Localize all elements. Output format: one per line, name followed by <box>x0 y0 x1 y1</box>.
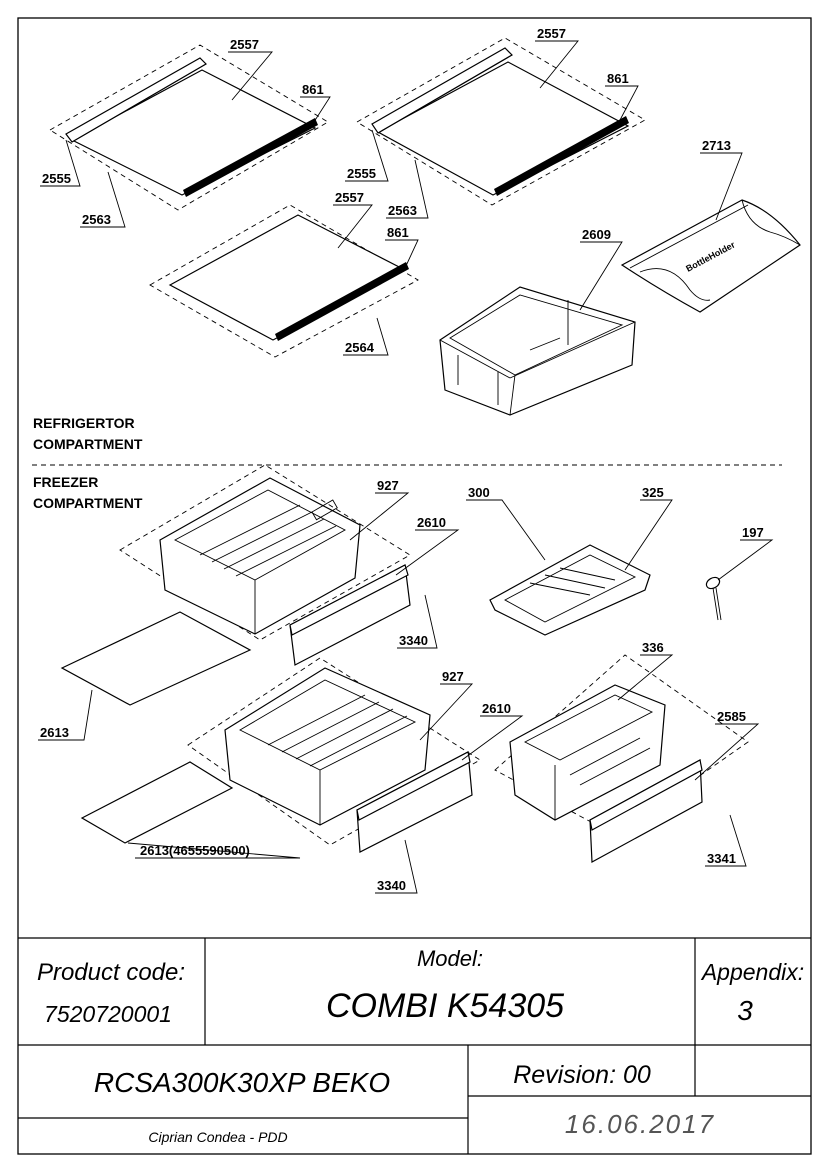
label-927-a: 927 <box>377 478 399 493</box>
product-code-label: Product code: <box>37 959 185 986</box>
label-2613-a: 2613 <box>40 725 69 740</box>
drawer-front-upper <box>289 564 411 666</box>
glass-shelf-top-left <box>49 44 329 211</box>
label-2613-b: 2613(4655590500) <box>140 843 250 858</box>
label-3340-a: 3340 <box>399 633 428 648</box>
crisper-drawer <box>439 286 636 416</box>
label-927-b: 927 <box>442 669 464 684</box>
label-3340-b: 3340 <box>377 878 406 893</box>
label-2585: 2585 <box>717 709 746 724</box>
glass-plate-lower <box>80 761 234 844</box>
model-label: Model: <box>417 946 483 971</box>
drawer-front-small <box>589 759 703 863</box>
glass-shelf-top-right <box>356 37 646 206</box>
label-861-b: 861 <box>607 71 629 86</box>
label-2563-a: 2563 <box>82 212 111 227</box>
section-fridge-line2: COMPARTMENT <box>33 436 143 452</box>
label-300: 300 <box>468 485 490 500</box>
drawer-front-lower <box>356 751 473 853</box>
label-197: 197 <box>742 525 764 540</box>
freezer-drawer-small <box>494 654 749 836</box>
label-336: 336 <box>642 640 664 655</box>
appendix-value: 3 <box>737 995 753 1026</box>
title-block: Product code: 7520720001 Model: COMBI K5… <box>18 937 811 1154</box>
label-2555-a: 2555 <box>42 171 71 186</box>
label-2713: 2713 <box>702 138 731 153</box>
section-freezer-line2: COMPARTMENT <box>33 495 143 511</box>
label-2557-b: 2557 <box>537 26 566 41</box>
appendix-label: Appendix: <box>700 959 804 985</box>
label-2610-b: 2610 <box>482 701 511 716</box>
glass-shelf-middle <box>149 204 419 358</box>
label-325: 325 <box>642 485 664 500</box>
label-2557-c: 2557 <box>335 190 364 205</box>
author: Ciprian Condea - PDD <box>148 1129 287 1145</box>
ice-tray <box>489 544 651 636</box>
label-3341: 3341 <box>707 851 736 866</box>
label-861-c: 861 <box>387 225 409 240</box>
variant-name: RCSA300K30XP BEKO <box>94 1067 390 1098</box>
glass-plate-upper <box>60 611 252 706</box>
product-code-value: 7520720001 <box>44 1001 172 1027</box>
label-2563-b: 2563 <box>388 203 417 218</box>
section-freezer-line1: FREEZER <box>33 474 98 490</box>
label-2555-b: 2555 <box>347 166 376 181</box>
part-labels: 2557 861 2555 2563 2557 861 2555 2563 27… <box>40 26 764 893</box>
drawing-frame <box>17 17 812 1155</box>
date: 16.06.2017 <box>565 1109 715 1139</box>
label-2610-a: 2610 <box>417 515 446 530</box>
model-value: COMBI K54305 <box>326 987 564 1025</box>
label-2609: 2609 <box>582 227 611 242</box>
label-2564: 2564 <box>345 340 375 355</box>
label-861-a: 861 <box>302 82 324 97</box>
ice-scoop <box>705 576 722 621</box>
label-2557-a: 2557 <box>230 37 259 52</box>
bottle-holder: BottleHolder <box>620 199 801 313</box>
freezer-drawer-upper <box>119 464 411 641</box>
revision: Revision: 00 <box>513 1061 651 1089</box>
freezer-drawer-lower <box>187 657 481 846</box>
section-fridge-line1: REFRIGERTOR <box>33 415 135 431</box>
leader-lines <box>38 40 774 894</box>
